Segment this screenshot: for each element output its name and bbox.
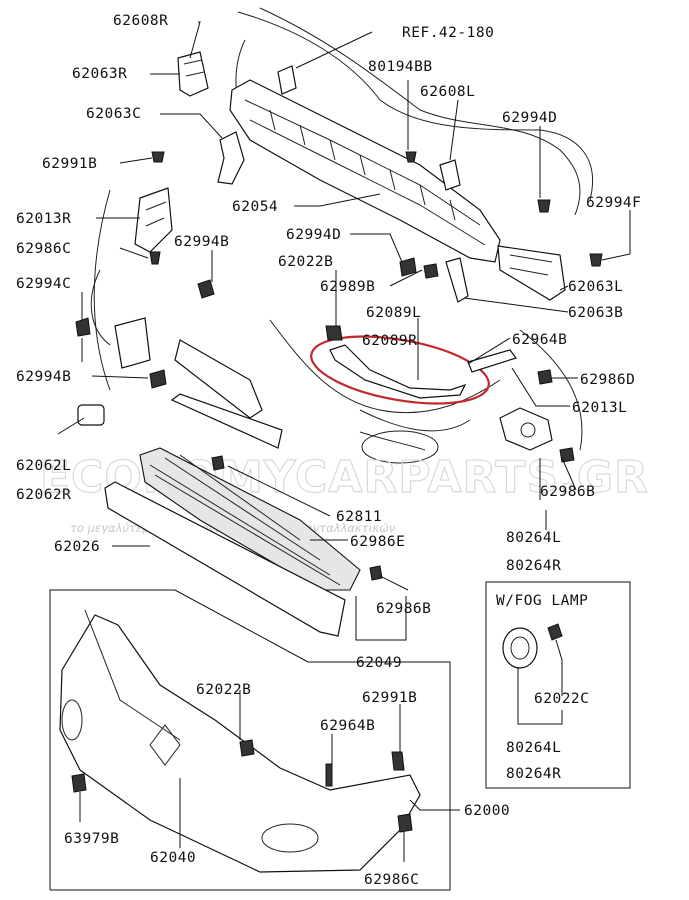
- label-80264L-b: 80264L: [506, 740, 561, 756]
- label-62062L: 62062L: [16, 458, 71, 474]
- label-80264L-a: 80264L: [506, 530, 561, 546]
- reinforcement-bar-62054: [229, 79, 501, 263]
- label-62991B-top: 62991B: [42, 156, 97, 172]
- label-80194BB: 80194BB: [368, 59, 433, 75]
- label-62054: 62054: [232, 199, 278, 215]
- bracket-62013R: [134, 187, 173, 253]
- bracket-62063R: [177, 51, 209, 97]
- bracket-62608L: [439, 159, 461, 191]
- bracket-62063L: [497, 245, 566, 301]
- bracket-62608R: [277, 65, 297, 95]
- label-80264R-a: 80264R: [506, 558, 561, 574]
- label-fog-lamp: W/FOG LAMP: [496, 593, 588, 609]
- clip-62062: [77, 404, 105, 426]
- label-62013R: 62013R: [16, 211, 71, 227]
- bumper-frame: [49, 589, 451, 891]
- grille-62811: [139, 447, 361, 591]
- label-62063B: 62063B: [568, 305, 623, 321]
- license-plate-bracket: [170, 393, 283, 449]
- label-62986C-bot: 62986C: [364, 872, 419, 888]
- label-62000: 62000: [464, 803, 510, 819]
- label-62022B-bot: 62022B: [196, 682, 251, 698]
- label-62986D: 62986D: [580, 372, 635, 388]
- label-62049: 62049: [356, 655, 402, 671]
- label-62608L: 62608L: [420, 84, 475, 100]
- label-62063L: 62063L: [568, 279, 623, 295]
- label-80264R-b: 80264R: [506, 766, 561, 782]
- leader-lines: [57, 21, 631, 862]
- label-62994D-b: 62994D: [286, 227, 341, 243]
- label-62063C: 62063C: [86, 106, 141, 122]
- label-62986E: 62986E: [350, 534, 405, 550]
- label-62994C: 62994C: [16, 276, 71, 292]
- label-62994F: 62994F: [586, 195, 641, 211]
- label-62811: 62811: [336, 509, 382, 525]
- label-62608R: 62608R: [113, 13, 168, 29]
- label-62062R: 62062R: [16, 487, 71, 503]
- label-62986B-a: 62986B: [540, 484, 595, 500]
- bracket-62013L: [499, 407, 553, 451]
- highlight-62089: [310, 335, 490, 405]
- bracket-plate-upper: [174, 339, 263, 419]
- label-62989B: 62989B: [320, 279, 375, 295]
- fasteners: [71, 151, 603, 833]
- label-62994B-b: 62994B: [16, 369, 71, 385]
- vehicle-body-outline: [90, 7, 594, 464]
- label-62994D-a: 62994D: [502, 110, 557, 126]
- label-ref: REF.42-180: [402, 25, 494, 41]
- bracket-62964B-top: [467, 349, 517, 373]
- part-labels: REF.42-180 62608R 62063R 62063C 62991B 6…: [16, 13, 641, 888]
- label-62089R: 62089R: [362, 333, 417, 349]
- bracket-62063B: [445, 257, 469, 303]
- fog-lamp-box: [485, 581, 631, 789]
- label-62013L: 62013L: [572, 400, 627, 416]
- label-63979B: 63979B: [64, 831, 119, 847]
- label-62026: 62026: [54, 539, 100, 555]
- label-62964B-bot: 62964B: [320, 718, 375, 734]
- label-62994B-a: 62994B: [174, 234, 229, 250]
- label-62964B-top: 62964B: [512, 332, 567, 348]
- label-62022C: 62022C: [534, 691, 589, 707]
- label-62991B-bot: 62991B: [362, 690, 417, 706]
- bracket-left-lower: [114, 317, 151, 369]
- label-62022B-top: 62022B: [278, 254, 333, 270]
- bracket-62063C: [217, 131, 245, 185]
- label-62986C-top: 62986C: [16, 241, 71, 257]
- label-62089L: 62089L: [366, 305, 421, 321]
- label-62986B-b: 62986B: [376, 601, 431, 617]
- label-62040: 62040: [150, 850, 196, 866]
- label-62063R: 62063R: [72, 66, 127, 82]
- lower-trim-62026: [104, 481, 346, 637]
